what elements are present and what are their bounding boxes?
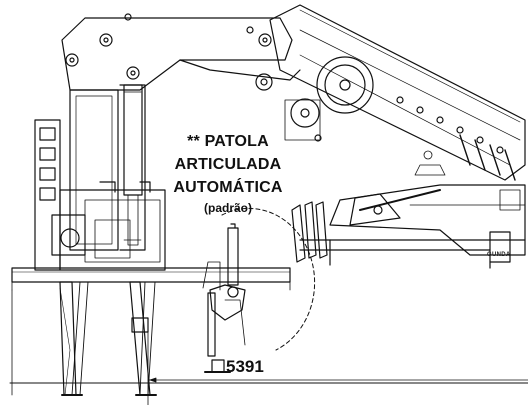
outrigger-swing-arc — [221, 208, 316, 351]
callout-line-1: ** PATOLA — [187, 133, 269, 150]
callout-line-2: ARTICULADA — [174, 156, 282, 173]
outrigger-beam — [11, 267, 291, 291]
articulated-boom — [269, 4, 526, 181]
lift-cylinder — [123, 84, 143, 246]
fittings — [414, 150, 521, 211]
dimension-lines — [11, 289, 528, 405]
outrigger-callout: ** PATOLA ARTICULADA AUTOMÁTICA (padrão) — [148, 130, 308, 216]
articulated-outrigger — [202, 223, 246, 373]
stabilizer-legs-left — [59, 281, 157, 396]
callout-line-3: AUTOMÁTICA — [173, 179, 283, 196]
brand-mark: GUNDA — [487, 252, 511, 258]
crane-base — [34, 119, 166, 271]
callout-note: (padrão) — [204, 201, 252, 215]
main-boom — [61, 13, 301, 91]
dimension-label: 5391 — [226, 357, 264, 376]
lower-boom — [291, 184, 526, 269]
crane-column — [69, 84, 146, 251]
